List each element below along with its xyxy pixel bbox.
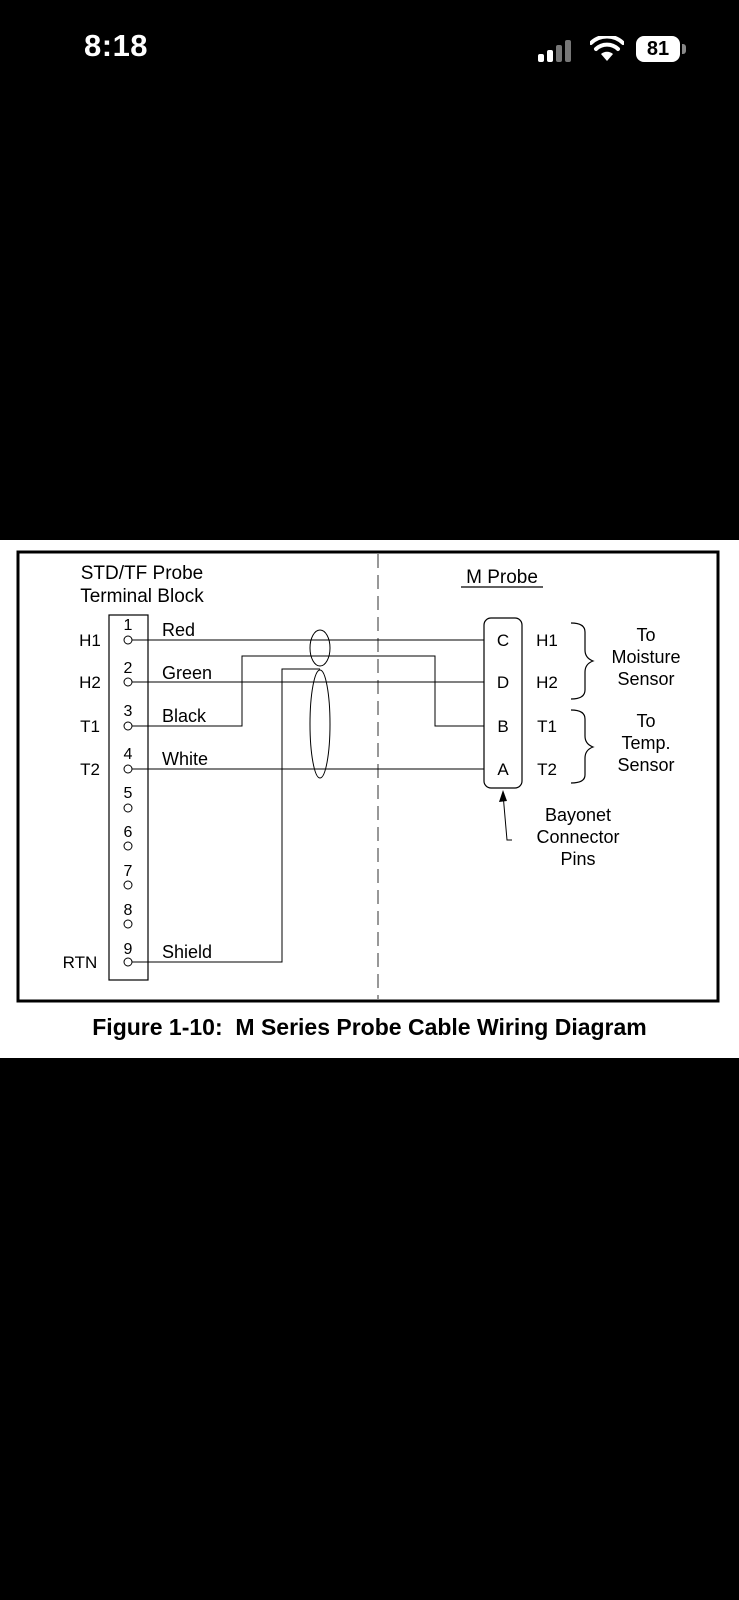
terminal-hole (123, 803, 133, 813)
temp-label-line3: Sensor (617, 755, 674, 775)
terminal-signal-t2: T2 (80, 760, 100, 779)
terminal-signal-h2: H2 (79, 673, 101, 692)
terminal-hole (123, 919, 133, 929)
terminal-number: 7 (124, 863, 133, 880)
moisture-label-line1: To (636, 625, 655, 645)
terminal-hole (123, 677, 133, 687)
probe-signal-h2: H2 (536, 673, 558, 692)
wires (132, 639, 484, 963)
right-title: M Probe (466, 567, 538, 588)
cable-bundle-oval (309, 669, 331, 779)
moisture-label-line2: Moisture (611, 647, 680, 667)
wifi-icon (590, 36, 624, 61)
bayonet-label-line2: Connector (536, 827, 619, 847)
temp-label-line1: To (636, 711, 655, 731)
terminal-contacts: 1 2 3 4 5 6 7 8 9 (123, 617, 133, 967)
status-bar: 8:18 81 (0, 0, 739, 100)
cable-bundle-oval (309, 629, 331, 667)
wiring-diagram: STD/TF Probe Terminal Block M Probe 1 2 … (16, 550, 720, 1003)
diagram-frame (16, 550, 720, 1003)
terminal-hole (123, 957, 133, 967)
probe-signal-t2: T2 (537, 760, 557, 779)
wiring-diagram-document: STD/TF Probe Terminal Block M Probe 1 2 … (0, 540, 739, 1058)
status-time: 8:18 (84, 28, 149, 63)
connector-pin-d: D (497, 673, 509, 692)
wire-label-red: Red (162, 620, 195, 640)
battery-icon: 81 (636, 36, 686, 64)
terminal-number: 6 (124, 824, 133, 841)
connector-pin-c: C (497, 631, 509, 650)
probe-signal-h1: H1 (536, 631, 558, 650)
terminal-signal-rtn: RTN (63, 953, 98, 972)
terminal-hole (123, 764, 133, 774)
terminal-block (108, 614, 149, 981)
temp-brace (570, 709, 595, 784)
connector-pin-a: A (497, 760, 509, 779)
bayonet-pointer (502, 793, 512, 841)
bayonet-label-line1: Bayonet (545, 805, 611, 825)
wire-black (132, 655, 484, 727)
wire-label-white: White (162, 749, 208, 769)
terminal-number: 1 (124, 617, 133, 634)
terminal-number: 5 (124, 785, 133, 802)
bayonet-connector (483, 617, 523, 789)
wire-shield (132, 668, 320, 963)
probe-signal-t1: T1 (537, 717, 557, 736)
bayonet-pointer-arrowhead (499, 790, 507, 802)
terminal-number: 2 (124, 660, 133, 677)
connector-pin-b: B (497, 717, 508, 736)
terminal-hole (123, 721, 133, 731)
terminal-number: 8 (124, 902, 133, 919)
moisture-label-line3: Sensor (617, 669, 674, 689)
terminal-signal-t1: T1 (80, 717, 100, 736)
terminal-hole (123, 841, 133, 851)
terminal-number: 3 (124, 703, 133, 720)
terminal-number: 4 (124, 746, 133, 763)
terminal-hole (123, 635, 133, 645)
wire-label-green: Green (162, 663, 212, 683)
terminal-signal-h1: H1 (79, 631, 101, 650)
cellular-signal-icon (538, 38, 578, 62)
terminal-hole (123, 880, 133, 890)
wire-label-black: Black (162, 706, 207, 726)
battery-level: 81 (636, 36, 680, 62)
bayonet-label-line3: Pins (560, 849, 595, 869)
moisture-brace (570, 622, 595, 700)
left-title-line2: Terminal Block (80, 586, 204, 607)
temp-label-line2: Temp. (621, 733, 670, 753)
terminal-number: 9 (124, 941, 133, 958)
wire-label-shield: Shield (162, 942, 212, 962)
left-title-line1: STD/TF Probe (81, 563, 203, 584)
figure-caption: Figure 1-10: M Series Probe Cable Wiring… (92, 1014, 647, 1040)
